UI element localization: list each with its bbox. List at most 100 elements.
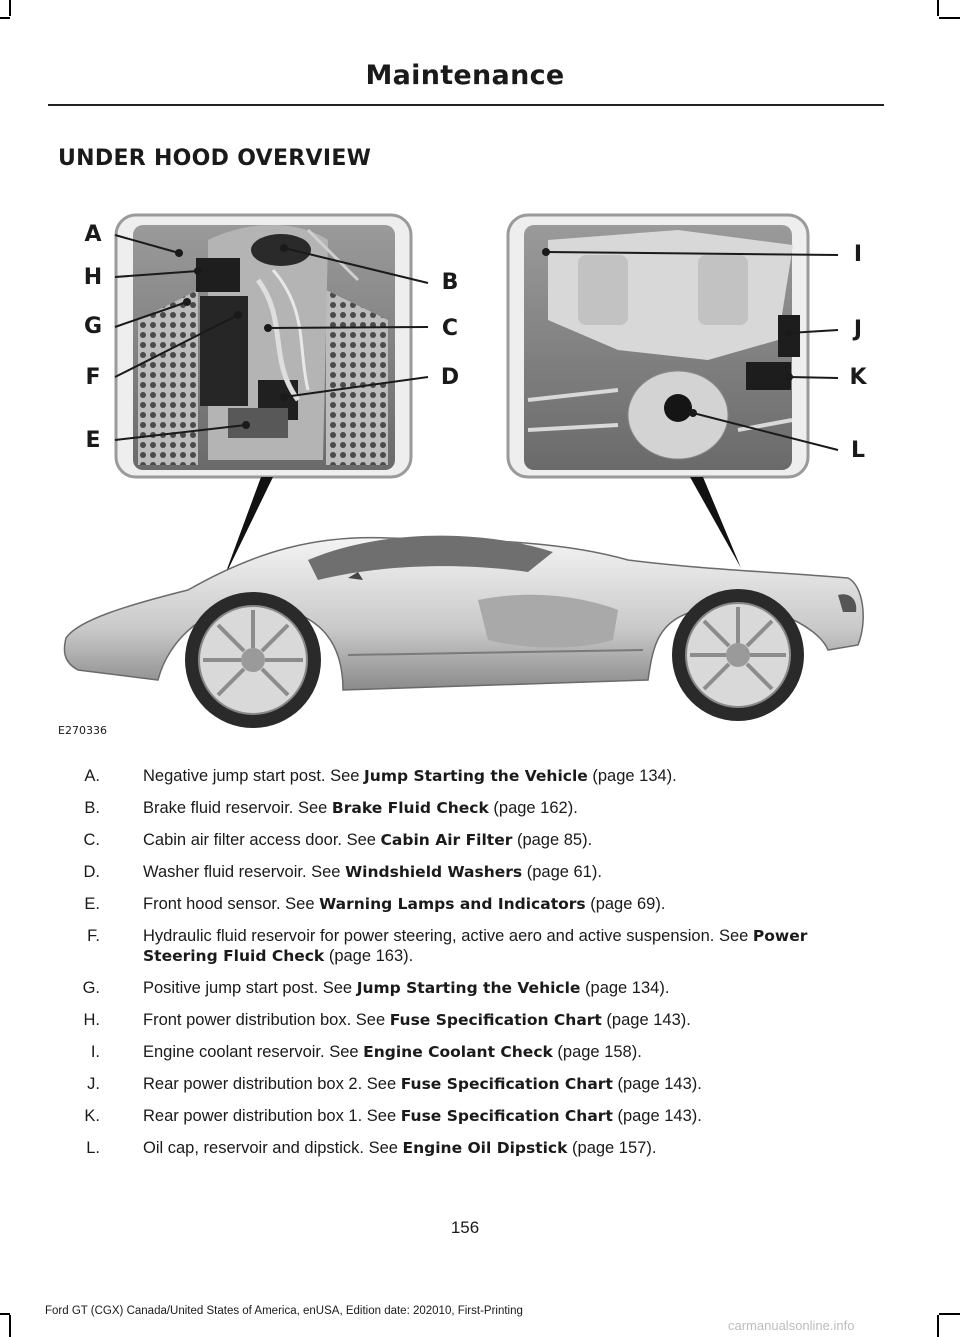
crop-mark: [939, 1313, 960, 1315]
legend-letter: E.: [84, 895, 100, 913]
legend-text: Rear power distribution box 1. See: [143, 1107, 401, 1125]
front-bay-panel: [114, 213, 413, 479]
callout-e: E: [85, 428, 101, 453]
legend-text: Hydraulic fluid reservoir for power stee…: [143, 927, 753, 945]
crop-mark: [937, 0, 939, 16]
legend-item: A. Negative jump start post. See Jump Sta…: [58, 766, 878, 786]
legend-letter: C.: [83, 831, 101, 849]
crop-mark: [0, 1313, 10, 1315]
page-reference: (page 143).: [612, 1107, 702, 1125]
legend-letter: J.: [87, 1075, 100, 1093]
cross-reference-link[interactable]: Jump Starting the Vehicle: [364, 767, 588, 785]
crop-mark: [9, 0, 11, 16]
legend-item: J. Rear power distribution box 2. See Fus…: [58, 1074, 878, 1094]
crop-mark: [937, 1315, 939, 1337]
page-number: 156: [450, 1218, 480, 1237]
legend-item: K. Rear power distribution box 1. See Fus…: [58, 1106, 878, 1126]
legend-letter: B.: [84, 799, 100, 817]
page-reference: (page 134).: [580, 979, 670, 997]
legend-letter: L.: [86, 1139, 100, 1157]
callout-j: J: [853, 317, 863, 342]
legend-text: Engine coolant reservoir. See: [143, 1043, 364, 1061]
cross-reference-link[interactable]: Engine Oil Dipstick: [402, 1139, 568, 1157]
callout-l: L: [850, 438, 866, 463]
callout-a: A: [84, 222, 102, 247]
cross-reference-link[interactable]: Fuse Specification Chart: [400, 1107, 613, 1125]
callout-k: K: [849, 365, 867, 390]
legend-item: B. Brake fluid reservoir. See Brake Fluid…: [58, 798, 878, 818]
page-reference: (page 61).: [522, 863, 602, 881]
legend-description: Washer fluid reservoir. See Windshield W…: [143, 862, 878, 882]
legend-description: Oil cap, reservoir and dipstick. See Eng…: [143, 1138, 878, 1158]
legend-letter: K.: [84, 1107, 100, 1125]
legend-item: I. Engine coolant reservoir. See Engine C…: [58, 1042, 878, 1062]
cross-reference-link[interactable]: Windshield Washers: [345, 863, 523, 881]
legend-description: Engine coolant reservoir. See Engine Coo…: [143, 1042, 878, 1062]
page-reference: (page 69).: [585, 895, 666, 913]
page-reference: (page 134).: [587, 767, 677, 785]
callout-g: G: [83, 314, 103, 339]
legend-text: Washer fluid reservoir. See: [143, 863, 346, 881]
legend-letter: A.: [84, 767, 100, 785]
legend-description: Front power distribution box. See Fuse S…: [143, 1010, 878, 1030]
legend-text: Negative jump start post. See: [143, 767, 365, 785]
page-reference: (page 162).: [488, 799, 578, 817]
callout-legend: A. Negative jump start post. See Jump Sta…: [58, 766, 878, 1170]
legend-text: Cabin air filter access door. See: [143, 831, 381, 849]
cross-reference-link[interactable]: Warning Lamps and Indicators: [319, 895, 586, 913]
legend-text: Positive jump start post. See: [143, 979, 357, 997]
page-reference: (page 158).: [552, 1043, 642, 1061]
page-reference: (page 143).: [601, 1011, 691, 1029]
header-divider: [48, 104, 884, 106]
watermark: carmanualsonline.info: [728, 1318, 855, 1333]
legend-letter: I.: [90, 1043, 100, 1061]
cross-reference-link[interactable]: Brake Fluid Check: [331, 799, 489, 817]
page-header-title: Maintenance: [365, 60, 565, 91]
legend-item: C. Cabin air filter access door. See Cabi…: [58, 830, 878, 850]
edition-footer: Ford GT (CGX) Canada/United States of Am…: [45, 1305, 523, 1317]
legend-item: H. Front power distribution box. See Fuse…: [58, 1010, 878, 1030]
under-hood-figure: A H G F E B C D I J K L E270336: [58, 200, 888, 755]
page-reference: (page 157).: [567, 1139, 657, 1157]
legend-description: Rear power distribution box 1. See Fuse …: [143, 1106, 878, 1126]
legend-description: Hydraulic fluid reservoir for power stee…: [143, 926, 878, 966]
figure-id: E270336: [58, 724, 107, 737]
legend-description: Positive jump start post. See Jump Start…: [143, 978, 878, 998]
legend-letter: H.: [83, 1011, 101, 1029]
legend-letter: G.: [82, 979, 100, 997]
cross-reference-link[interactable]: Fuse Specification Chart: [400, 1075, 613, 1093]
legend-description: Rear power distribution box 2. See Fuse …: [143, 1074, 878, 1094]
legend-letter: D.: [83, 863, 101, 881]
rear-bay-panel: [506, 213, 810, 479]
legend-text: Brake fluid reservoir. See: [143, 799, 332, 817]
callout-i: I: [853, 242, 863, 267]
callout-f: F: [85, 365, 101, 390]
cross-reference-link[interactable]: Fuse Specification Chart: [389, 1011, 602, 1029]
callout-b: B: [441, 270, 459, 295]
crop-mark: [0, 17, 10, 19]
legend-text: Front power distribution box. See: [143, 1011, 390, 1029]
callout-c: C: [441, 316, 459, 341]
callout-d: D: [440, 365, 460, 390]
cross-reference-link[interactable]: Power Steering Fluid Check: [143, 927, 808, 965]
page-reference: (page 163).: [324, 947, 414, 965]
legend-item: L. Oil cap, reservoir and dipstick. See E…: [58, 1138, 878, 1158]
cross-reference-link[interactable]: Cabin Air Filter: [380, 831, 513, 849]
legend-item: G. Positive jump start post. See Jump Sta…: [58, 978, 878, 998]
legend-description: Front hood sensor. See Warning Lamps and…: [143, 894, 878, 914]
legend-description: Cabin air filter access door. See Cabin …: [143, 830, 878, 850]
page-reference: (page 143).: [612, 1075, 702, 1093]
legend-item: D. Washer fluid reservoir. See Windshield…: [58, 862, 878, 882]
legend-text: Front hood sensor. See: [143, 895, 320, 913]
car-illustration: [63, 535, 864, 728]
legend-text: Rear power distribution box 2. See: [143, 1075, 401, 1093]
legend-description: Negative jump start post. See Jump Start…: [143, 766, 878, 786]
legend-text: Oil cap, reservoir and dipstick. See: [143, 1139, 403, 1157]
callout-h: H: [83, 265, 103, 290]
crop-mark: [939, 17, 960, 19]
cross-reference-link[interactable]: Jump Starting the Vehicle: [356, 979, 581, 997]
legend-item: F. Hydraulic fluid reservoir for power st…: [58, 926, 878, 966]
under-hood-illustration: [63, 213, 864, 728]
legend-letter: F.: [87, 927, 100, 945]
cross-reference-link[interactable]: Engine Coolant Check: [363, 1043, 553, 1061]
